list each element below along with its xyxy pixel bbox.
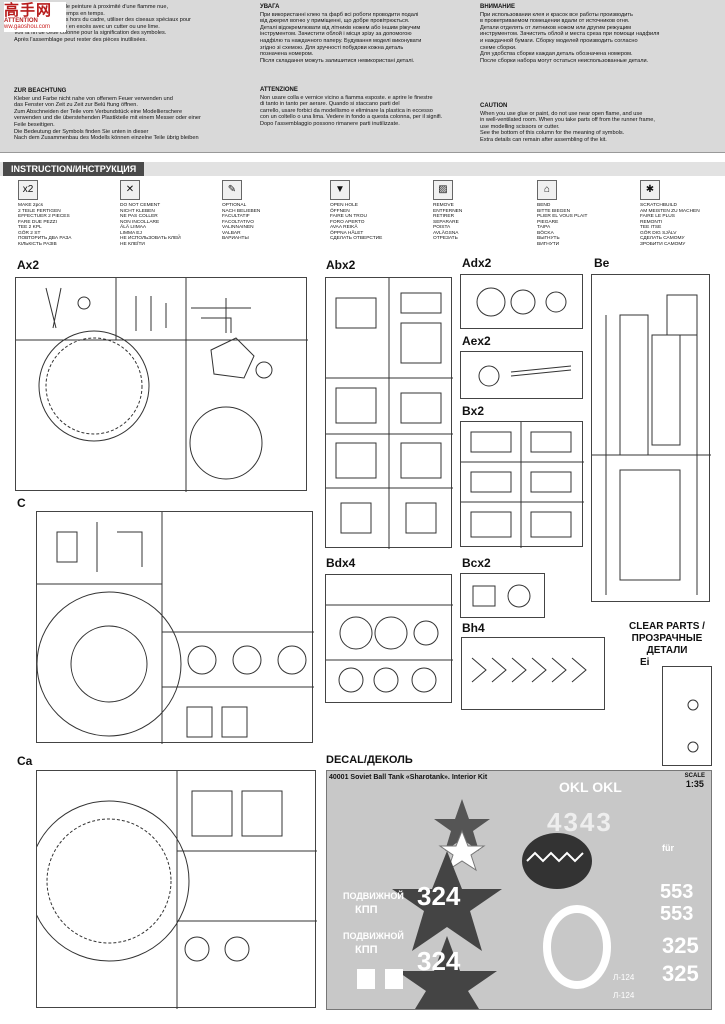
decal-325-a: 325 [662, 933, 699, 958]
part-title-bcx2: Bcx2 [462, 556, 491, 570]
sprue-c [36, 511, 314, 744]
sprue-ab [325, 277, 453, 549]
part-title-c: C [17, 496, 26, 510]
decal-553-b: 553 [660, 903, 694, 925]
remove-icon: ▨ [433, 180, 453, 200]
decal-sheet-title: 40001 Soviet Ball Tank «Sharotank». Inte… [329, 774, 488, 781]
section-label: INSTRUCTION/ИНСТРУКЦИЯ [3, 162, 145, 176]
part-title-adx2: Adx2 [462, 256, 492, 270]
section-band: INSTRUCTION/ИНСТРУКЦИЯ [0, 162, 725, 176]
decal-kpp-3: ПОДВИЖНОЙ [343, 931, 404, 941]
symbol-scratchbuild: ✱SCRATCHBUILD AM MEISTEN ZU MACHEN FAIRE… [640, 180, 725, 247]
decal-4343: 4343 [547, 807, 613, 837]
warnings-panel: ...tuliser de colle ou de peinture à pro… [0, 0, 725, 153]
decal-325-b: 325 [662, 961, 699, 986]
decal-kpp-2: КПП [355, 904, 378, 916]
sprue-ei [662, 666, 712, 766]
bend-icon: ⌂ [537, 180, 557, 200]
sprue-bd [325, 574, 453, 703]
part-title-bx2: Bx2 [462, 404, 485, 418]
decal-324-b: 324 [417, 946, 461, 976]
symbol-open-hole: ▼OPEN HOLE ÖFFNEN FAIRE UN TROU FORO APE… [330, 180, 420, 242]
part-title-ca: Ca [17, 754, 33, 768]
decal-l124-b: Л-124 [613, 991, 635, 1000]
part-title-bdx4: Bdx4 [326, 556, 356, 570]
decal-sheet: 40001 Soviet Ball Tank «Sharotank». Inte… [326, 770, 712, 1010]
no-cement-icon: ✕ [120, 180, 140, 200]
symbol-bend: ⌂BEND BITTE BIEGEN PLIER EL VOUS PLAIT P… [537, 180, 627, 247]
sprue-b [460, 421, 584, 548]
part-title-bh4: Bh4 [462, 621, 485, 635]
decal-553-a: 553 [660, 881, 694, 903]
decal-fur: für [662, 843, 674, 853]
decal-heading: DECAL/ДЕКОЛЬ [326, 754, 413, 766]
decal-okl: OKL OKL [559, 779, 622, 795]
symbol-remove: ▨REMOVE ENTFERNEN RETIRER SEPARARE POIST… [433, 180, 523, 242]
part-title-abx2: Abx2 [326, 258, 356, 272]
part-title-be: Be [594, 256, 610, 270]
decal-324-a: 324 [417, 881, 461, 911]
symbol-no-cement: ✕DO NOT CEMENT NICHT KLEBEN NE PAS COLLE… [120, 180, 210, 247]
sprue-be [591, 274, 711, 602]
part-title-aex2: Aex2 [462, 334, 491, 348]
decal-l124-a: Л-124 [613, 973, 635, 982]
site-logo: 高手网 ATTENTION ww.gaoshou.com [4, 2, 66, 32]
symbol-optional: ✎OPTIONAL NACH BELIEBEN FACULTATIF FACOL… [222, 180, 312, 242]
sprue-bc [460, 573, 545, 618]
optional-icon: ✎ [222, 180, 242, 200]
open-hole-icon: ▼ [330, 180, 350, 200]
decal-kpp-4: КПП [355, 944, 378, 956]
sprue-ae [460, 351, 583, 399]
make-two-icon: x2 [18, 180, 38, 200]
part-title-ax2: Ax2 [17, 258, 40, 272]
sprue-ad [460, 274, 583, 329]
decal-kpp-1: ПОДВИЖНОЙ [343, 891, 404, 901]
sprue-ca [36, 770, 317, 1009]
scratchbuild-icon: ✱ [640, 180, 660, 200]
sprue-bh [461, 637, 605, 710]
sprue-a [15, 277, 308, 492]
